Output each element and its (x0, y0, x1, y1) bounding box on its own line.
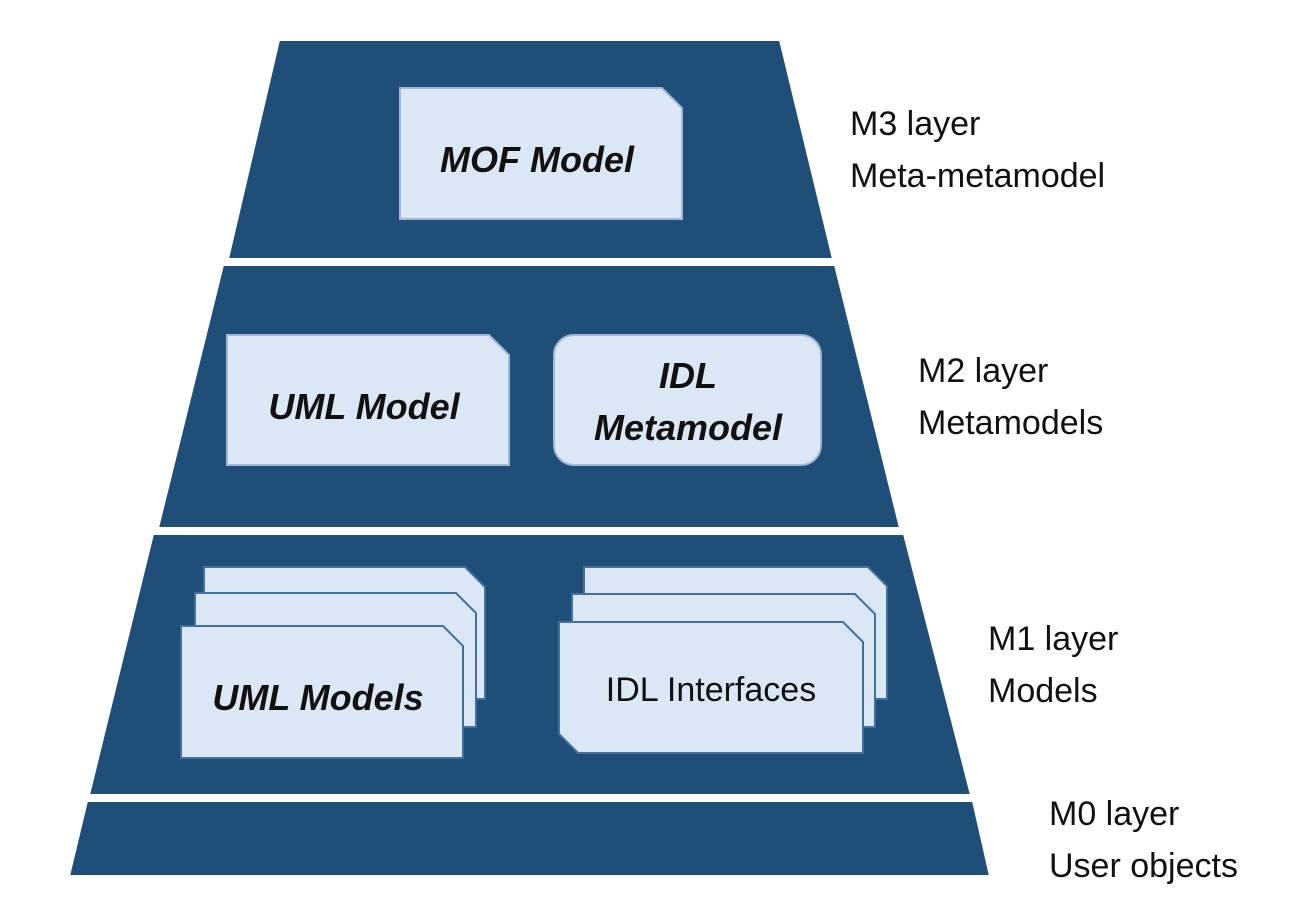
m2-layer-name: M2 layer (918, 352, 1049, 390)
uml-models-stack: UML Models (180, 566, 486, 759)
m3-layer-name: M3 layer (850, 105, 981, 143)
uml-model-label: UML Model (268, 386, 460, 427)
mof-model-box: MOF Model (399, 87, 683, 220)
idl-metamodel-label-line1: IDL (659, 355, 717, 396)
m3-layer-label: M3 layer Meta-metamodel (850, 98, 1105, 202)
m3-layer-description: Meta-metamodel (850, 157, 1106, 195)
m0-tier (67, 800, 992, 877)
m1-layer-label: M1 layer Models (988, 613, 1118, 717)
uml-model-box: UML Model (226, 334, 510, 466)
uml-models-label: UML Models (212, 677, 423, 718)
m2-layer-label: M2 layer Metamodels (918, 345, 1103, 449)
m1-layer-name: M1 layer (988, 620, 1119, 658)
m0-layer-description: User objects (1049, 847, 1238, 885)
uml-models-sheet-front (180, 625, 464, 759)
idl-interfaces-stack: IDL Interfaces (558, 566, 888, 754)
mof-model-label: MOF Model (440, 139, 635, 180)
idl-metamodel-box: IDL Metamodel (553, 334, 822, 466)
idl-metamodel-label-line2: Metamodel (594, 407, 783, 448)
m0-layer-name: M0 layer (1049, 795, 1180, 833)
m2-layer-description: Metamodels (918, 404, 1104, 442)
m1-layer-description: Models (988, 672, 1098, 710)
m0-layer-label: M0 layer User objects (1049, 788, 1238, 892)
idl-interfaces-sheet-front (558, 621, 864, 754)
idl-interfaces-label: IDL Interfaces (606, 671, 816, 709)
